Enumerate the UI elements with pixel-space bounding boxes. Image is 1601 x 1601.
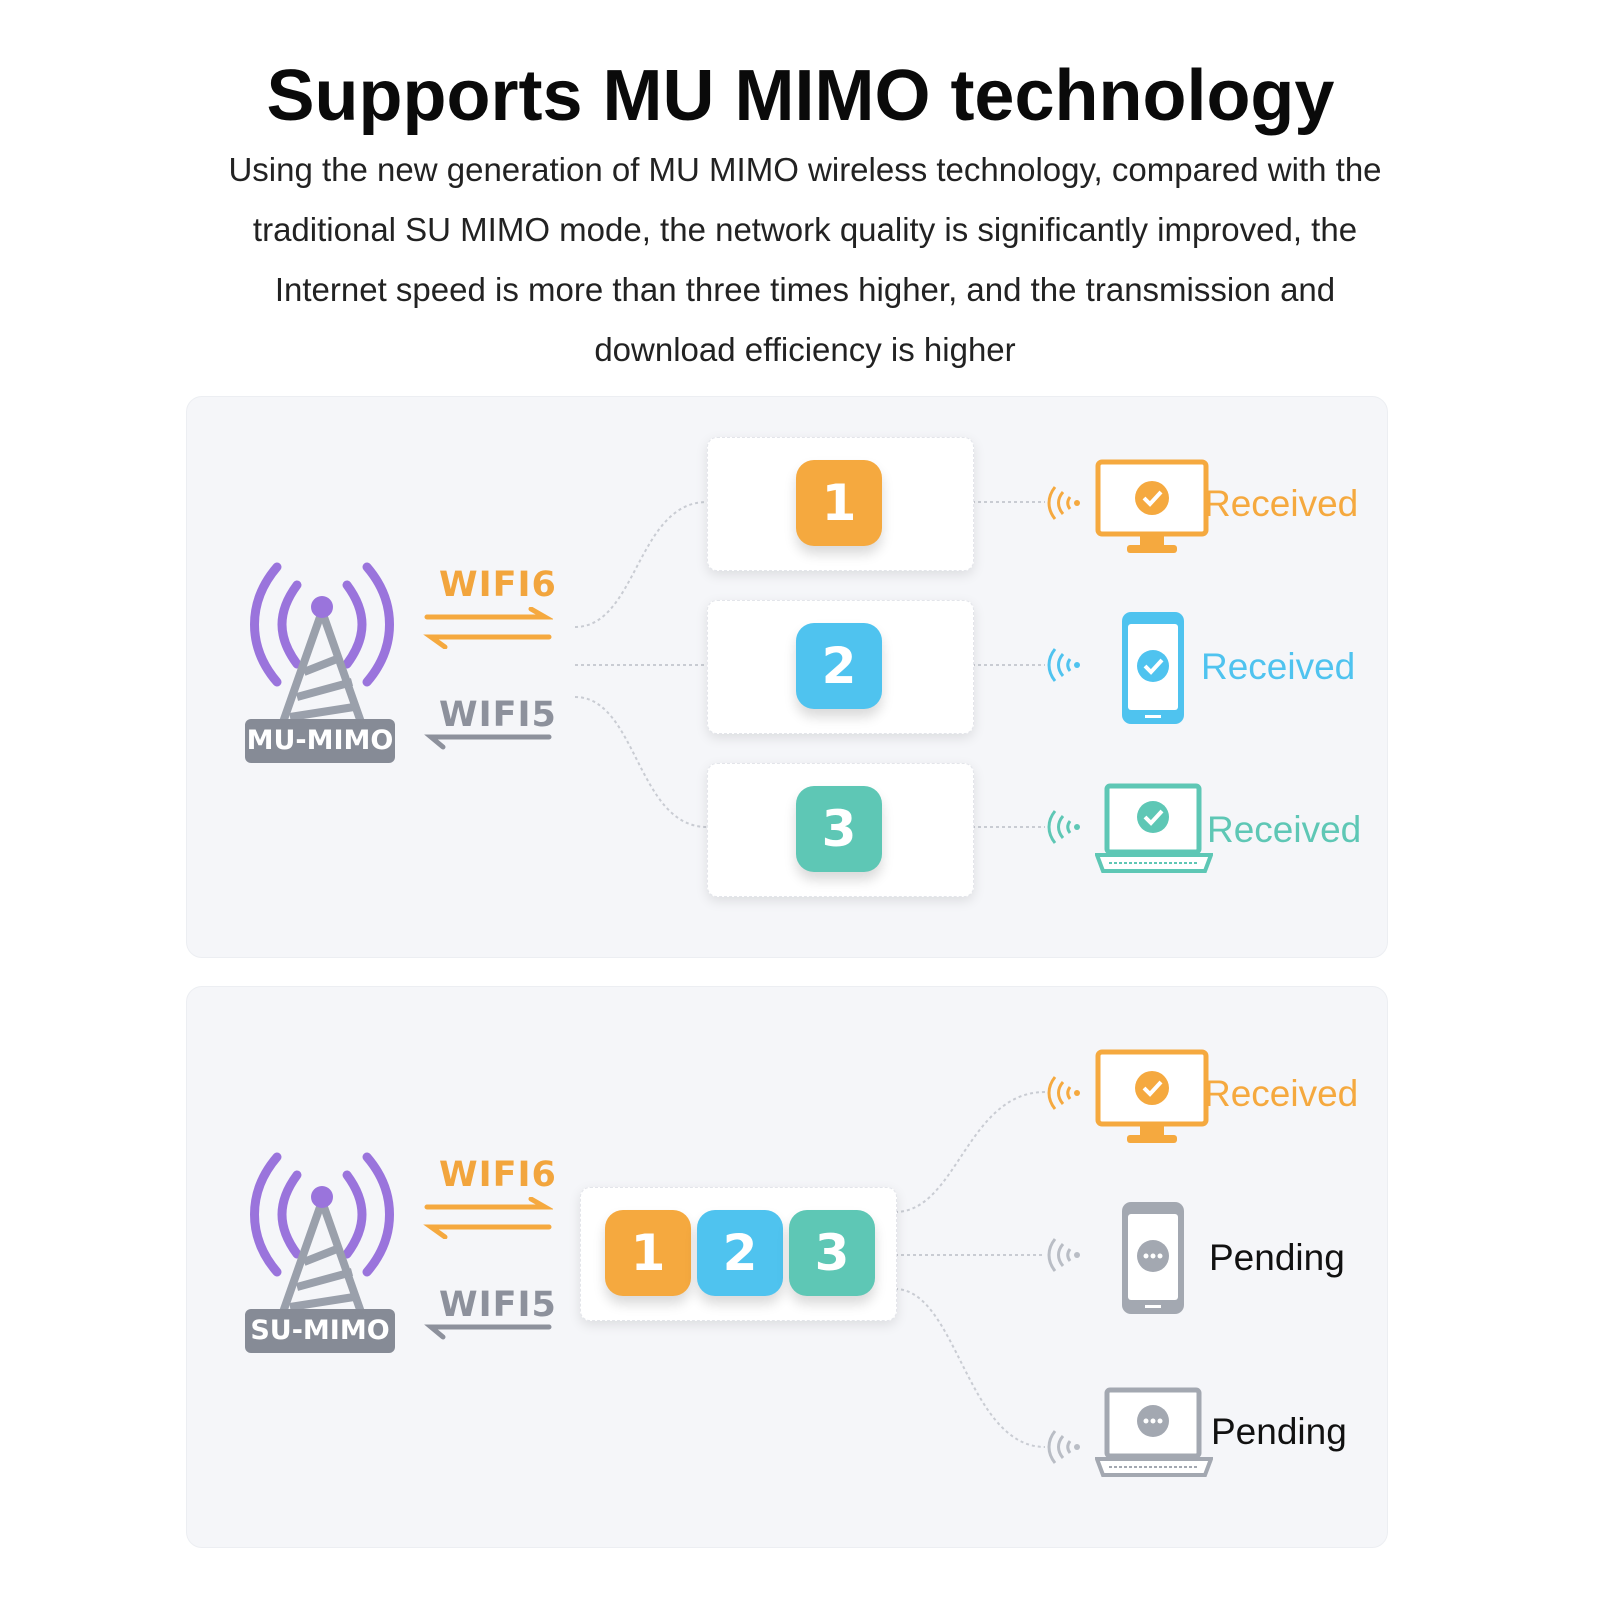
device-status-label: Received: [1204, 1073, 1359, 1114]
packet-chip: 2: [796, 623, 882, 709]
monitor-icon: [1095, 1049, 1209, 1143]
su-mimo-panel: SU-MIMO WIFI6 WIFI5 1 2 3 Received Pendi…: [186, 986, 1388, 1548]
mu-mimo-panel: MU-MIMO WIFI6 WIFI5 1 2 3 Received: [186, 396, 1388, 958]
description-text: Using the new generation of MU MIMO wire…: [228, 151, 1382, 368]
device-status-label: Pending: [1209, 1237, 1345, 1278]
signal-wave-icon: [1047, 648, 1080, 682]
wifi6-label: WIFI6: [439, 1155, 557, 1195]
signal-wave-icon: [1047, 1076, 1080, 1110]
device-status-label: Received: [1201, 646, 1356, 687]
left-arrow-icon: [424, 1324, 552, 1340]
bidirectional-arrow-icon: [423, 1197, 553, 1239]
signal-wave-icon: [1047, 486, 1080, 520]
bidirectional-arrow-icon: [423, 607, 553, 649]
device-status-label: Pending: [1211, 1411, 1347, 1452]
signal-wave-icon: [1047, 1238, 1080, 1272]
page-title: Supports MU MIMO technology: [266, 56, 1335, 136]
phone-icon: [1122, 612, 1184, 724]
tower-icon: [250, 1152, 394, 1317]
su-connector-lines: [894, 1091, 1046, 1448]
su-mimo-badge: SU-MIMO: [245, 1309, 395, 1353]
packet-chip: 3: [796, 786, 882, 872]
packet-box: 3: [707, 763, 974, 897]
packet-chip: 1: [796, 460, 882, 546]
packet-chip: 1: [605, 1210, 691, 1296]
wifi6-label: WIFI6: [439, 565, 557, 605]
laptop-icon: [1095, 1387, 1213, 1477]
packet-box: 2: [707, 600, 974, 734]
signal-wave-icon: [1047, 1430, 1080, 1464]
mu-connector-lines: [574, 501, 1045, 828]
wifi5-label: WIFI5: [439, 1285, 557, 1325]
packet-chip: 3: [789, 1210, 875, 1296]
left-arrow-icon: [424, 734, 552, 750]
laptop-icon: [1095, 783, 1213, 873]
packet-box: 1 2 3: [580, 1187, 897, 1321]
phone-icon: [1122, 1202, 1184, 1314]
device-status-label: Received: [1204, 483, 1359, 524]
signal-wave-icon: [1047, 810, 1080, 844]
packet-box: 1: [707, 437, 974, 571]
mu-mimo-badge: MU-MIMO: [245, 719, 395, 763]
device-status-label: Received: [1207, 809, 1362, 850]
tower-icon: [250, 562, 394, 727]
packet-chip: 2: [697, 1210, 783, 1296]
wifi5-label: WIFI5: [439, 695, 557, 735]
monitor-icon: [1095, 459, 1209, 553]
